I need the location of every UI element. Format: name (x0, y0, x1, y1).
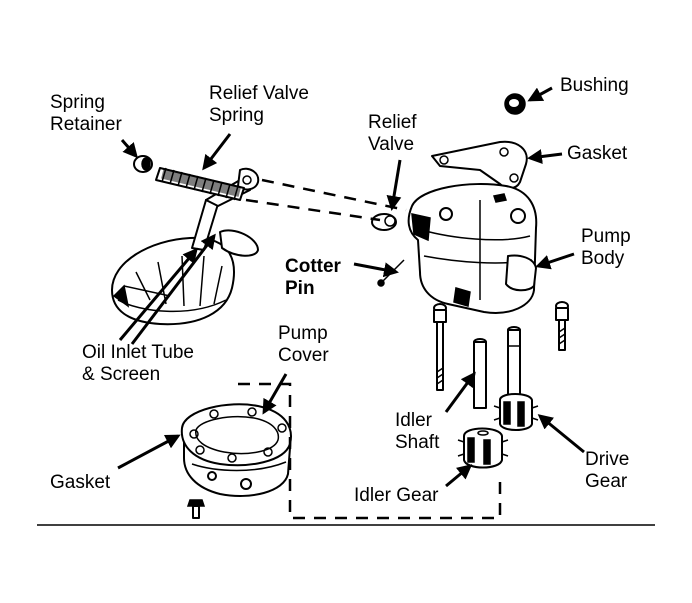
label-pump-cover-line1: Pump (278, 323, 328, 344)
pump-bolt-long (433, 303, 447, 391)
label-idler-shaft-line1: Idler (395, 410, 433, 431)
label-gasket-bottom: Gasket (50, 472, 111, 493)
bushing (504, 93, 526, 115)
label-spring-retainer-line2: Retainer (50, 114, 122, 135)
label-spring-retainer-line1: Spring (50, 92, 105, 113)
label-bushing: Bushing (560, 75, 629, 96)
label-relief-valve-line2: Valve (368, 134, 414, 155)
spring-retainer (133, 155, 153, 173)
label-cotter-pin-line2: Pin (285, 278, 315, 299)
idler-shaft (473, 338, 487, 409)
idler-gear (457, 427, 509, 469)
label-pump-body-line2: Body (581, 248, 625, 269)
alignment-lines (238, 178, 502, 520)
relief-valve (371, 213, 397, 231)
label-idler-shaft-line2: Shaft (395, 432, 440, 453)
drive-gear (493, 326, 539, 431)
label-drive-gear-line2: Gear (585, 471, 628, 492)
cotter-pin (377, 259, 405, 287)
label-oil-inlet-line1: Oil Inlet Tube (82, 342, 194, 363)
label-relief-valve-spring-line2: Spring (209, 105, 264, 126)
label-idler-gear: Idler Gear (354, 485, 439, 506)
relief-valve-spring (155, 167, 245, 201)
label-pump-body-line1: Pump (581, 226, 631, 247)
pump-body (407, 183, 538, 314)
label-pump-cover-line2: Cover (278, 345, 329, 366)
label-relief-valve-spring-line1: Relief Valve (209, 83, 309, 104)
label-drive-gear-line1: Drive (585, 449, 629, 470)
gasket-bottom (180, 403, 292, 467)
labels: Spring Retainer Relief Valve Spring Reli… (50, 75, 631, 506)
leader-arrows (117, 86, 585, 488)
label-relief-valve-line1: Relief (368, 112, 417, 133)
pump-bolt-short (555, 301, 569, 351)
label-gasket-top: Gasket (567, 143, 628, 164)
label-oil-inlet-line2: & Screen (82, 364, 160, 385)
label-cotter-pin-line1: Cotter (285, 256, 342, 277)
gasket-top (431, 140, 528, 190)
cover-screw (186, 499, 206, 519)
